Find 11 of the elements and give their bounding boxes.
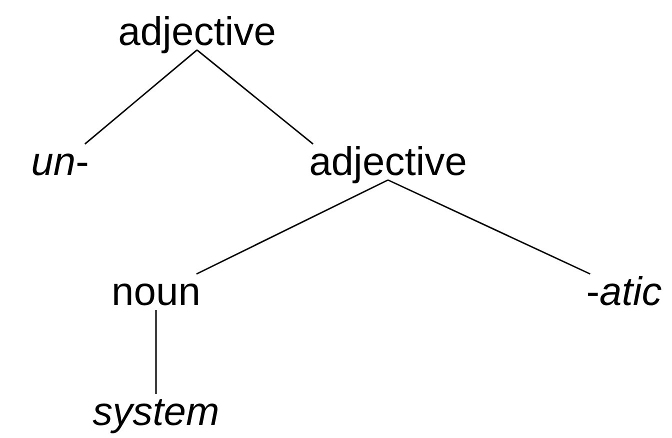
tree-branch-line bbox=[196, 179, 388, 275]
tree-node-label: noun bbox=[112, 270, 200, 314]
tree-branch-line bbox=[388, 179, 591, 275]
tree-node-label: un- bbox=[31, 140, 89, 184]
tree-node-label: adjective bbox=[309, 140, 467, 184]
tree-branch-line bbox=[196, 49, 314, 145]
tree-branch-line bbox=[155, 310, 157, 394]
tree-node-label: -atic bbox=[586, 270, 662, 314]
tree-node-label: system bbox=[92, 390, 220, 434]
tree-branch-line bbox=[84, 49, 198, 145]
tree-node-label: adjective bbox=[118, 10, 276, 54]
